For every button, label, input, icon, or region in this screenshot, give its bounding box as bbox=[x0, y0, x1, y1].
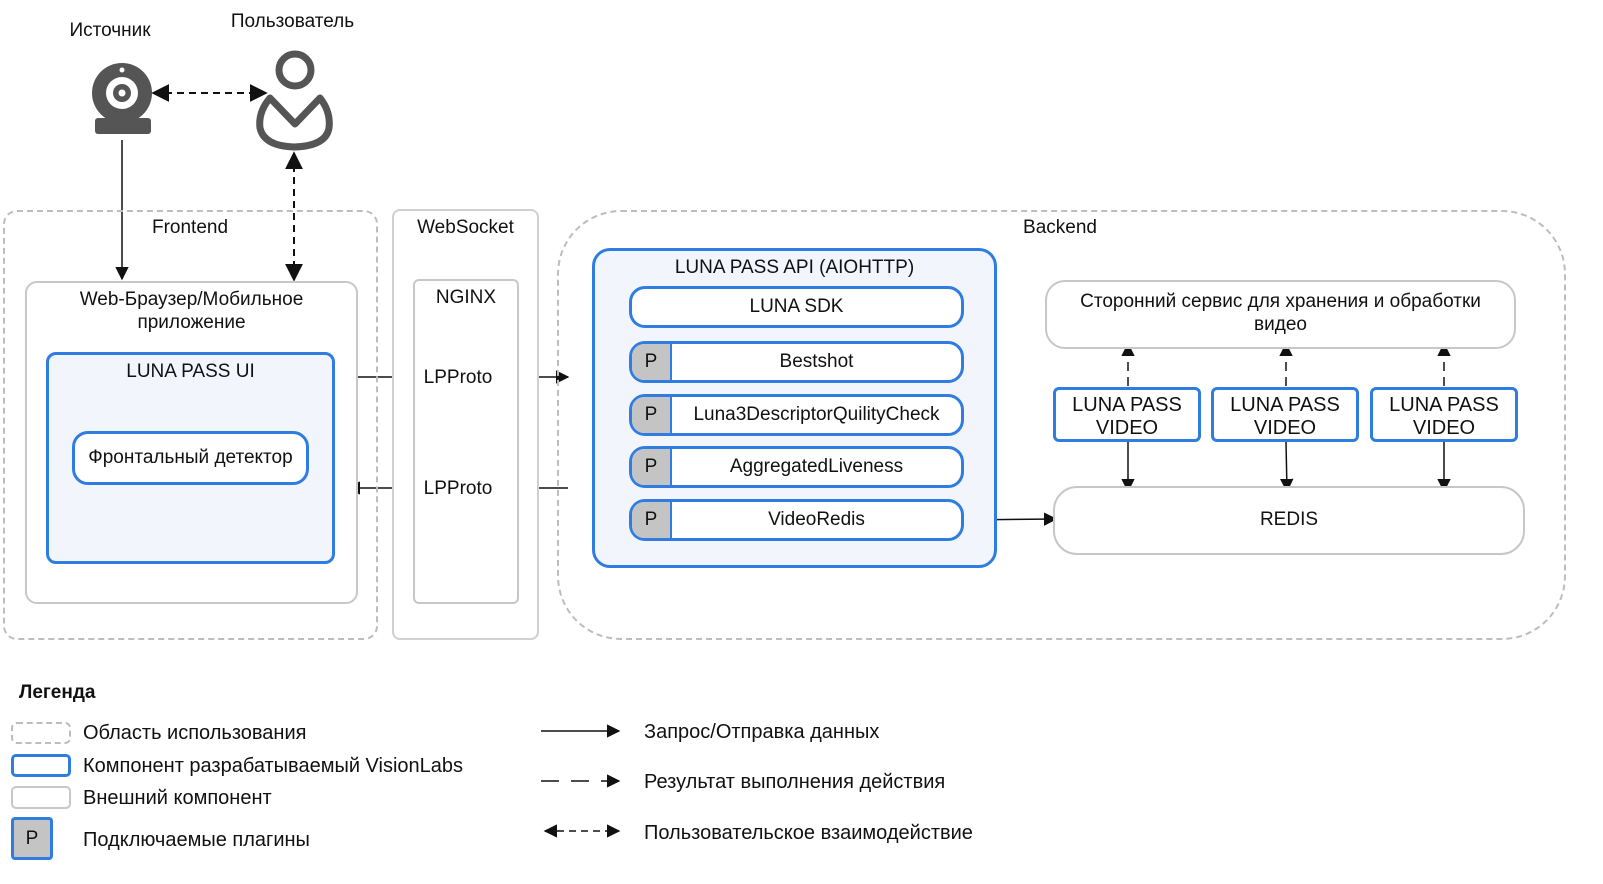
nginx-box bbox=[413, 279, 519, 604]
video-worker-3-label: LUNA PASS VIDEO bbox=[1389, 394, 1499, 439]
redis-box bbox=[1053, 486, 1525, 555]
plugin-marker: P bbox=[632, 502, 672, 538]
redis-label: REDIS bbox=[1259, 509, 1319, 530]
legend-external-swatch bbox=[11, 786, 71, 809]
user-icon bbox=[256, 50, 333, 151]
front-detector-label: Фронтальный детектор bbox=[88, 447, 293, 468]
frontend-zone-label: Frontend bbox=[151, 217, 229, 238]
plugin-descriptor-quality-check: P Luna3DescriptorQuilityCheck bbox=[629, 394, 964, 436]
legend-scope-label: Область использования bbox=[83, 722, 307, 744]
legend-plugins-label: Подключаемые плагины bbox=[83, 829, 310, 851]
api-label: LUNA PASS API (AIOHTTP) bbox=[674, 257, 915, 278]
legend-external-label: Внешний компонент bbox=[83, 787, 272, 809]
legend-request-label: Запрос/Отправка данных bbox=[644, 721, 880, 743]
plugin-bestshot: P Bestshot bbox=[629, 341, 964, 383]
plugin-label: Bestshot bbox=[779, 351, 854, 372]
legend-visionlabs-label: Компонент разрабатываемый VisionLabs bbox=[83, 755, 464, 777]
third-party-box bbox=[1045, 280, 1516, 349]
plugin-aggregated-liveness: P AggregatedLiveness bbox=[629, 446, 964, 488]
legend-plugin-swatch: P bbox=[11, 817, 53, 860]
luna-sdk-box: LUNA SDK bbox=[629, 286, 964, 328]
video-worker-1 bbox=[1053, 387, 1201, 442]
lpproto-response-label: LPProto bbox=[418, 477, 498, 500]
backend-zone bbox=[557, 210, 1566, 640]
frontend-zone bbox=[3, 210, 378, 640]
plugin-marker: P bbox=[632, 449, 672, 485]
legend-result-label: Результат выполнения действия bbox=[644, 771, 946, 793]
lpproto-request-label: LPProto bbox=[418, 366, 498, 389]
video-worker-3 bbox=[1370, 387, 1518, 442]
nginx-label: NGINX bbox=[435, 287, 497, 308]
user-label: Пользователь bbox=[230, 11, 355, 32]
plugin-marker: P bbox=[632, 344, 672, 380]
backend-zone-label: Backend bbox=[1023, 217, 1097, 238]
browser-label: Web-Браузер/Мобильное приложение bbox=[79, 289, 304, 333]
arrow-video2-redis bbox=[1280, 441, 1294, 493]
plugin-label: AggregatedLiveness bbox=[729, 456, 904, 477]
legend-scope-swatch bbox=[11, 722, 71, 744]
video-worker-2 bbox=[1211, 387, 1359, 442]
video-worker-2-label: LUNA PASS VIDEO bbox=[1230, 394, 1340, 439]
plugin-marker: P bbox=[632, 397, 672, 433]
front-detector-box: Фронтальный детектор bbox=[72, 431, 309, 485]
legend-visionlabs-swatch bbox=[11, 754, 71, 777]
luna-sdk-label: LUNA SDK bbox=[749, 296, 844, 317]
legend-interaction-label: Пользовательское взаимодействие bbox=[644, 822, 973, 844]
source-label: Источник bbox=[69, 20, 151, 41]
luna-pass-ui-label: LUNA PASS UI bbox=[126, 361, 255, 382]
websocket-zone-label: WebSocket bbox=[417, 217, 514, 238]
video-worker-1-label: LUNA PASS VIDEO bbox=[1072, 394, 1182, 439]
legend-title: Легенда bbox=[19, 682, 96, 703]
third-party-label: Сторонний сервис для хранения и обработк… bbox=[1080, 291, 1481, 335]
plugin-label: Luna3DescriptorQuilityCheck bbox=[693, 404, 940, 425]
webcam-icon bbox=[92, 63, 152, 134]
plugin-video-redis: P VideoRedis bbox=[629, 499, 964, 541]
plugin-label: VideoRedis bbox=[768, 509, 865, 530]
